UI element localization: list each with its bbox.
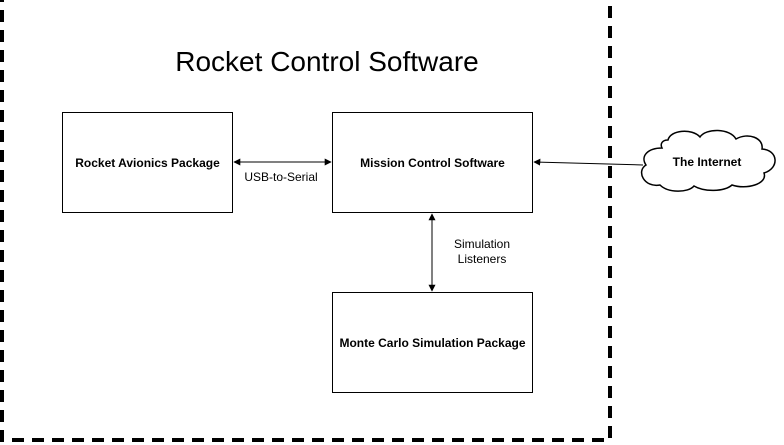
monte-carlo-node: Monte Carlo Simulation Package xyxy=(332,292,533,393)
simulation-listeners-label: Simulation Listeners xyxy=(437,237,527,267)
usb-serial-label: USB-to-Serial xyxy=(237,170,325,185)
rocket-avionics-node: Rocket Avionics Package xyxy=(62,112,233,213)
mission-control-node: Mission Control Software xyxy=(332,112,533,213)
internet-label: The Internet xyxy=(672,155,742,169)
internet-connector xyxy=(533,158,644,166)
diagram-title: Rocket Control Software xyxy=(175,46,479,77)
internet-cloud xyxy=(640,129,776,192)
